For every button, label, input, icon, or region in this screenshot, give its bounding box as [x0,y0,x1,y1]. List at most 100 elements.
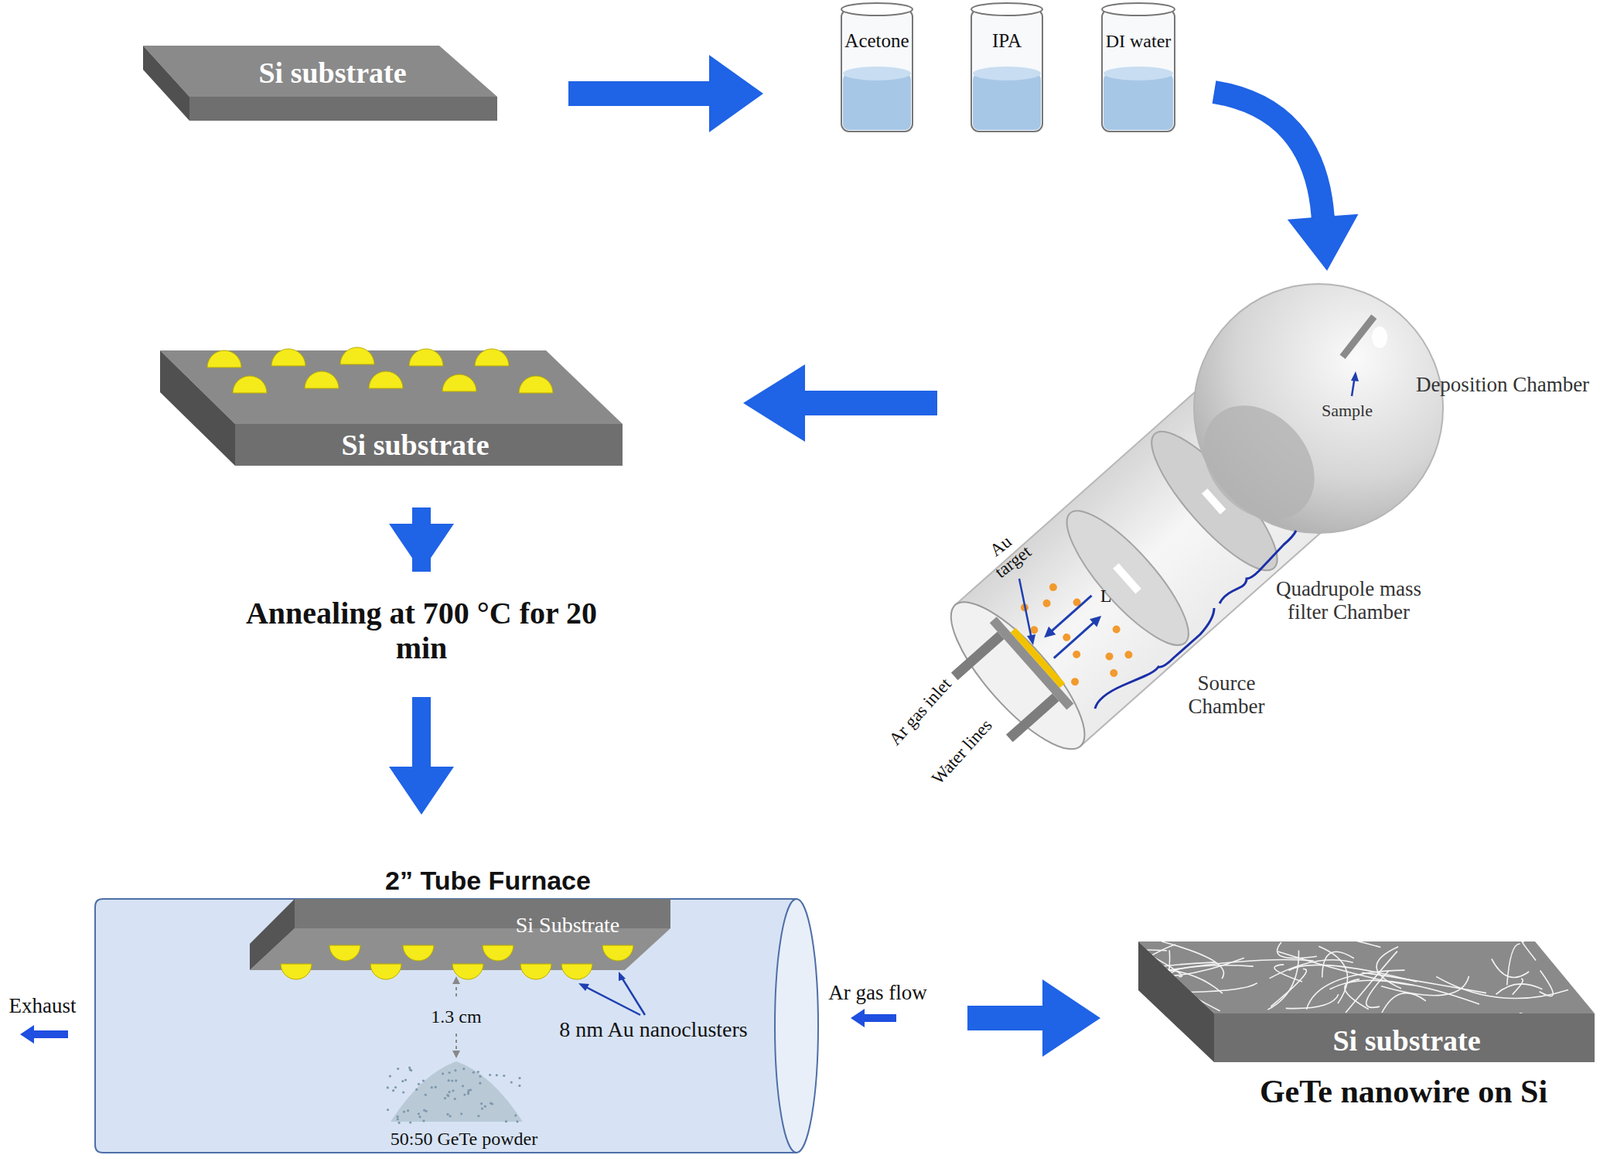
node-text: IPA [992,30,1022,52]
annotation-label: Water lines [927,715,997,789]
gete-nanowire [1012,952,1136,964]
au-nanocluster [409,348,444,366]
au-nanocluster [340,347,375,365]
leader-line [620,975,645,1015]
gete-powder [454,1078,458,1082]
gete-powder [460,1112,463,1115]
au-nanocluster [280,963,312,980]
gete-powder [504,1119,508,1123]
beaker [971,9,1043,132]
au-nanocluster [442,374,477,392]
gete-powder [462,1067,465,1070]
gete-nanowire [1129,949,1171,1007]
beaker [1103,73,1174,130]
cluster-source [1050,495,1205,661]
gete-powder [446,1112,449,1116]
gete-powder [514,1113,517,1116]
node-text: Si substrate [258,56,406,90]
gete-powder [477,1070,480,1073]
au-nanocluster [474,348,509,366]
beaker [971,3,1043,16]
au-cluster [1108,667,1119,679]
gete-powder [484,1105,487,1108]
gete-nanowire [1042,968,1146,990]
gete-powder [392,1088,395,1092]
au-cluster [1111,623,1123,635]
gete-nanowire [1269,959,1354,979]
au-cluster [1047,581,1059,593]
cluster-source [1046,595,1092,636]
beaker: DI water [1100,2,1177,134]
au-nanocluster [280,944,634,980]
gete-powder [417,1082,420,1085]
leader-line [618,971,626,981]
leader-line [578,982,590,991]
gete-nanowire [1519,994,1600,1018]
au-cluster [1010,566,1143,702]
gete-powder [478,1074,482,1078]
gete-powder [423,1108,426,1112]
beaker [1103,66,1174,81]
gete-powder [415,1088,418,1091]
gete-powder [417,1112,420,1115]
beaker [972,66,1041,81]
au-cluster [1122,648,1134,660]
bracket [1095,530,1297,709]
gete-powder [422,1078,425,1082]
au-nanocluster [452,963,484,980]
beaker [842,66,911,81]
cluster-source [1010,627,1065,688]
gete-powder [446,1094,450,1097]
leader-line [1026,634,1036,645]
gete-powder [495,1073,499,1076]
gete-nanowire [1512,978,1524,995]
gete-powder [481,1107,484,1110]
gas-arrow [20,1024,69,1044]
gete-nanowire [1337,936,1381,947]
au-nanocluster [207,350,242,368]
gete-powder [398,1121,401,1124]
gete-nanowire [1152,955,1182,976]
node-text: Si Substrate [515,912,621,937]
annotation-label: Quadrupole mass filter Chamber [1267,576,1430,624]
gete-powder [390,1060,523,1122]
deposition-sphere [1180,383,1338,543]
au-nanocluster [232,375,267,393]
au-cluster [1041,597,1053,609]
dimension-arrow [452,1050,461,1058]
tube-furnace [95,898,797,1153]
au-nanocluster [368,371,403,389]
gete-powder [450,1078,454,1082]
gete-nanowire [1277,941,1317,959]
gete-powder [448,1090,451,1093]
gete-nanowire [1330,979,1481,1004]
cluster-source [1112,562,1142,594]
gete-powder [451,1088,454,1092]
gete-powder [408,1066,411,1069]
beaker [1101,3,1175,132]
gete-nanowire [1539,970,1554,997]
gete-powder [396,1067,400,1070]
gete-powder [402,1110,406,1113]
leader-line [583,985,641,1015]
cluster-source [1040,626,1057,642]
gete-nanowire [1012,936,1600,1018]
gete-powder [488,1073,492,1076]
cluster-source [931,583,1104,767]
gete-powder [394,1085,397,1089]
au-cluster [1103,650,1115,662]
beaker [1101,9,1175,132]
gete-nanowire [1322,951,1355,977]
au-nanocluster [304,371,339,389]
cluster-source [951,631,1004,680]
au-cluster [1060,631,1072,643]
gete-powder [422,1118,425,1122]
au-nanocluster [482,944,514,961]
gete-powder [467,1091,470,1095]
gete-nanowire [1521,940,1536,961]
annotation-label: 1.3 cm [428,1006,484,1027]
au-nanocluster [518,375,553,393]
au-nanocluster [561,963,593,980]
gete-powder [424,1093,427,1096]
node-text: GeTe nanowire on Si [1259,1073,1548,1110]
